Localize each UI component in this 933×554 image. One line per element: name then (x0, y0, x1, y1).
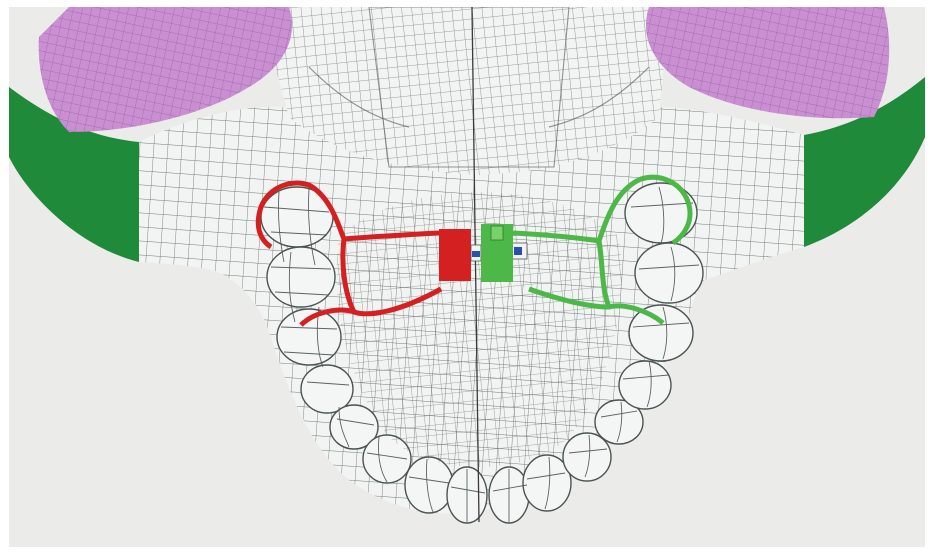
green-expander-block-notch (491, 226, 503, 240)
palate-illustration (9, 7, 925, 547)
red-expander-block (439, 229, 471, 281)
